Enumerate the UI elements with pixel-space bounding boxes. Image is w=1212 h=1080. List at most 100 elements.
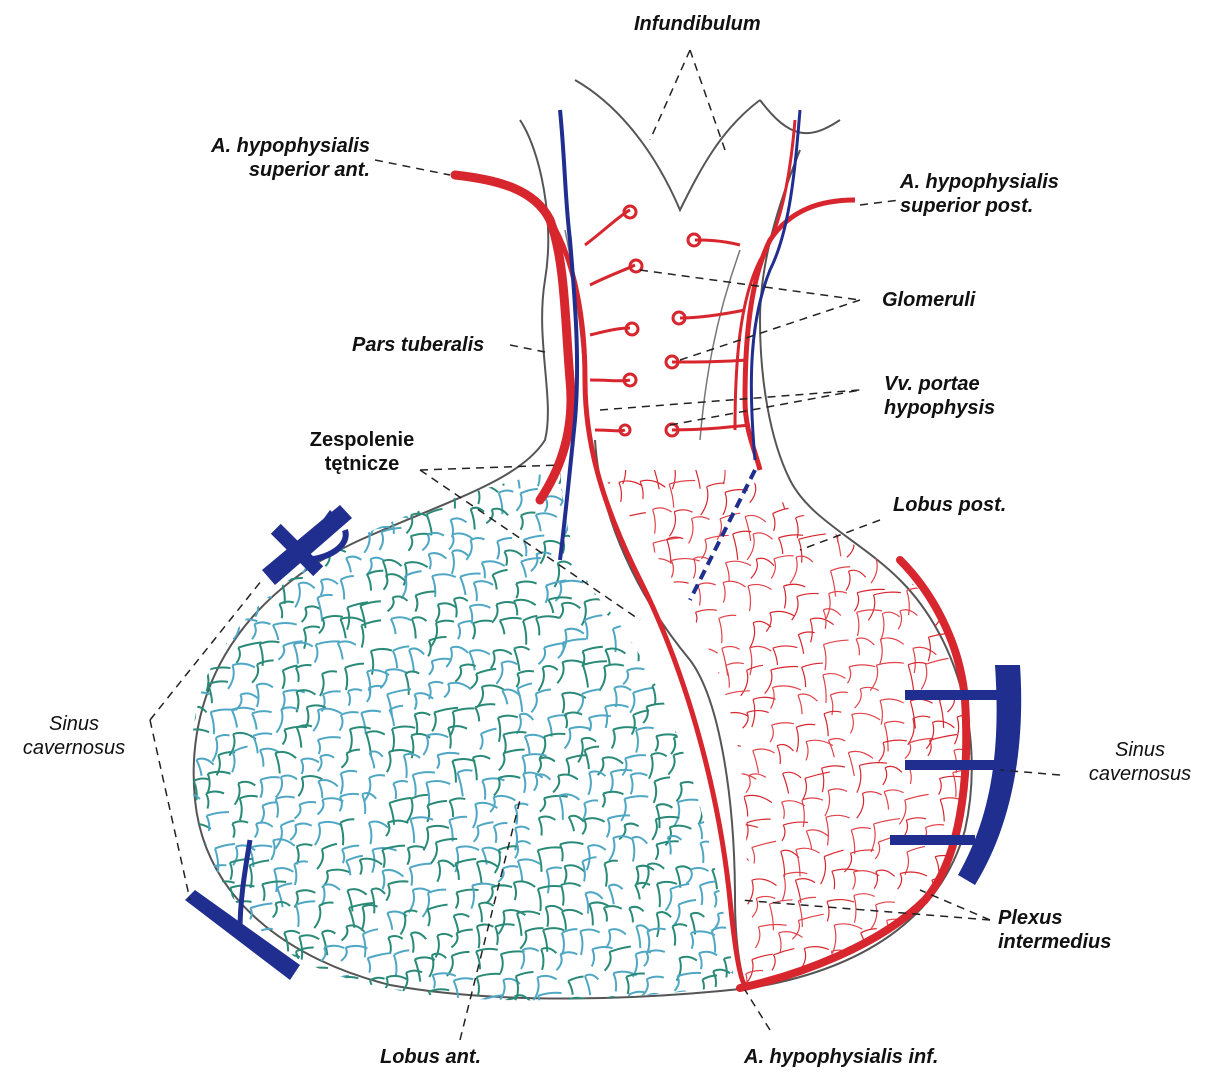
capillary-segment xyxy=(476,949,498,969)
capillary-segment xyxy=(642,864,664,889)
capillary-segment xyxy=(591,615,615,638)
capillary-segment xyxy=(252,622,271,639)
capillary-segment xyxy=(958,952,983,978)
capillary-segment xyxy=(184,557,208,575)
capillary-segment xyxy=(297,725,312,747)
capillary-segment xyxy=(296,948,314,971)
capillary-segment xyxy=(517,714,534,734)
capillary-segment xyxy=(340,617,363,638)
capillary-segment xyxy=(669,573,684,596)
capillary-segment xyxy=(824,711,841,736)
capillary-segment xyxy=(298,776,322,796)
capillary-segment xyxy=(335,977,358,1000)
capillary-segment xyxy=(196,490,216,514)
posterior-capillary-network xyxy=(587,449,993,1011)
capillary-segment xyxy=(824,463,848,492)
capillary-segment xyxy=(455,859,476,880)
capillary-segment xyxy=(827,900,854,922)
capillary-segment xyxy=(360,859,383,875)
capillary-segment xyxy=(619,739,650,767)
label-a-hyp-inf: A. hypophysialis inf. xyxy=(744,1045,938,1069)
capillary-segment xyxy=(494,823,508,843)
capillary-segment xyxy=(209,505,227,526)
capillary-segment xyxy=(278,641,302,659)
capillary-segment xyxy=(854,894,875,923)
capillary-segment xyxy=(726,825,758,849)
sinus-cavernosus-right xyxy=(890,665,1021,885)
capillary-segment xyxy=(722,647,740,676)
capillary-segment xyxy=(515,471,536,488)
capillary-segment xyxy=(782,872,807,900)
capillary-segment xyxy=(514,647,529,671)
capillary-segment xyxy=(342,925,365,940)
capillary-segment xyxy=(431,621,454,648)
capillary-segment xyxy=(770,465,789,483)
capillary-segment xyxy=(854,589,884,611)
capillary-segment xyxy=(599,980,615,1003)
capillary-segment xyxy=(232,708,255,728)
capillary-segment xyxy=(538,757,555,772)
capillary-segment xyxy=(783,772,802,793)
capillary-segment xyxy=(480,729,496,750)
capillary-segment xyxy=(778,487,803,508)
capillary-segment xyxy=(792,914,823,939)
capillary-segment xyxy=(302,606,320,622)
anterior-capillary-network xyxy=(180,459,770,1026)
capillary-segment xyxy=(422,533,444,550)
capillary-segment xyxy=(211,596,237,614)
capillary-segment xyxy=(217,468,235,491)
capillary-segment xyxy=(248,493,268,513)
capillary-segment xyxy=(626,973,645,993)
capillary-segment xyxy=(675,973,701,991)
capillary-segment xyxy=(301,758,319,774)
a-hyp-sup-post-vessel xyxy=(745,200,855,470)
capillary-segment xyxy=(475,704,495,721)
capillary-segment xyxy=(724,745,740,772)
capillary-segment xyxy=(523,772,543,792)
capillary-segment xyxy=(956,539,978,560)
capillary-segment xyxy=(538,666,557,691)
capillary-segment xyxy=(810,976,832,1006)
capillary-segment xyxy=(640,480,665,499)
capillary-segment xyxy=(536,616,560,635)
capillary-segment xyxy=(585,615,603,639)
capillary-segment xyxy=(679,643,703,668)
capillary-segment xyxy=(386,881,408,900)
capillary-segment xyxy=(448,726,467,748)
capillary-segment xyxy=(868,592,901,620)
capillary-segment xyxy=(580,929,599,954)
capillary-segment xyxy=(232,746,248,772)
capillary-segment xyxy=(600,588,617,613)
capillary-segment xyxy=(722,734,736,753)
capillary-segment xyxy=(720,997,743,1020)
capillary-segment xyxy=(607,997,620,1022)
capillary-segment xyxy=(645,460,673,480)
capillary-segment xyxy=(751,558,774,578)
capillary-segment xyxy=(341,946,368,961)
capillary-segment xyxy=(276,797,295,818)
label-plexus-intermedius: Plexus intermedius xyxy=(998,906,1111,954)
capillary-segment xyxy=(409,648,424,671)
capillary-segment xyxy=(411,932,426,952)
label-lobus-post: Lobus post. xyxy=(893,493,1006,517)
capillary-segment xyxy=(623,668,644,684)
capillary-segment xyxy=(802,798,823,827)
capillary-segment xyxy=(562,910,583,930)
capillary-segment xyxy=(835,530,862,556)
capillary-segment xyxy=(587,795,605,818)
capillary-segment xyxy=(792,593,819,620)
capillary-segment xyxy=(806,830,828,849)
label-sinus-right: Sinus cavernosus xyxy=(1070,738,1210,786)
capillary-segment xyxy=(255,822,273,837)
capillary-segment xyxy=(899,794,928,824)
capillary-segment xyxy=(605,947,631,971)
capillary-segment xyxy=(609,836,632,860)
capillary-segment xyxy=(516,489,537,511)
capillary-segment xyxy=(738,795,758,817)
capillary-segment xyxy=(211,998,234,1014)
capillary-segment xyxy=(314,903,333,929)
capillary-segment xyxy=(905,846,925,874)
capillary-segment xyxy=(490,796,515,812)
dashed-vein xyxy=(690,470,755,600)
